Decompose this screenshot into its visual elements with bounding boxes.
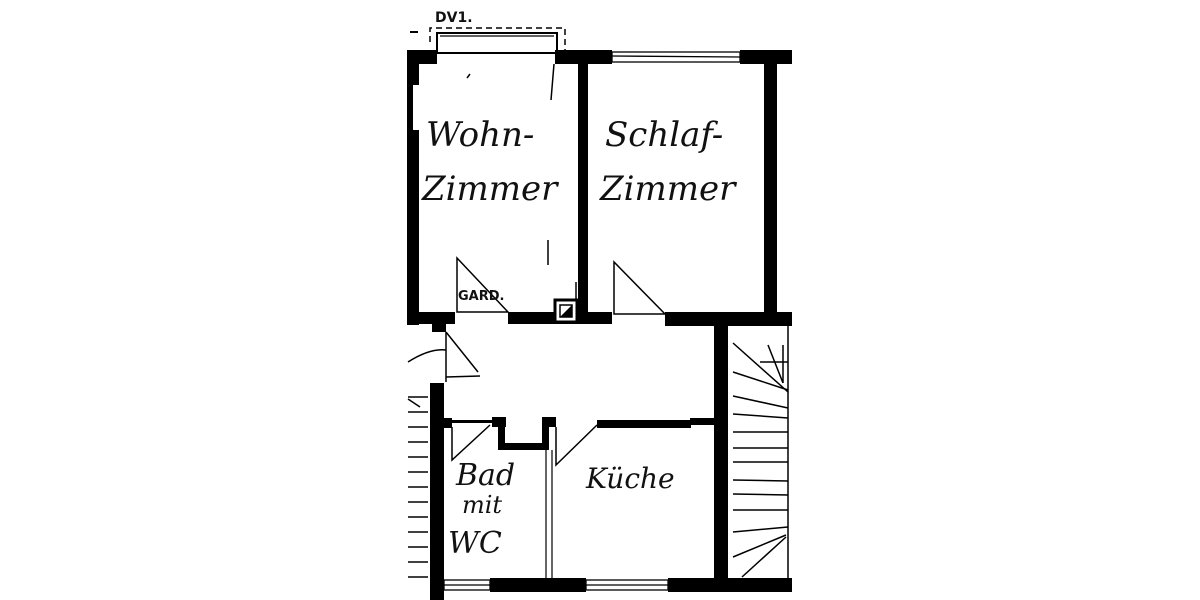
windows xyxy=(443,51,741,591)
room-label-wohnzimmer-2: Zimmer xyxy=(421,169,559,209)
room-label-bad-2: mit xyxy=(462,491,502,519)
staircase xyxy=(732,326,789,578)
balcony-bay xyxy=(410,27,566,54)
exterior-stair-left xyxy=(407,396,428,578)
room-label-bad-1: Bad xyxy=(455,458,515,493)
chimney-icon xyxy=(553,282,579,324)
room-label-kueche: Küche xyxy=(585,462,675,495)
top-marker-label: DV1. xyxy=(435,10,473,26)
door-swings xyxy=(407,256,667,467)
room-label-wohnzimmer-1: Wohn- xyxy=(426,115,534,155)
room-label-schlafzimmer-1: Schlaf- xyxy=(605,115,723,155)
room-label-schlafzimmer-2: Zimmer xyxy=(599,169,737,209)
room-label-bad-3: WC xyxy=(448,526,502,561)
wohnzimmer-details xyxy=(466,63,555,265)
wardrobe-label: GARD. xyxy=(458,289,504,304)
